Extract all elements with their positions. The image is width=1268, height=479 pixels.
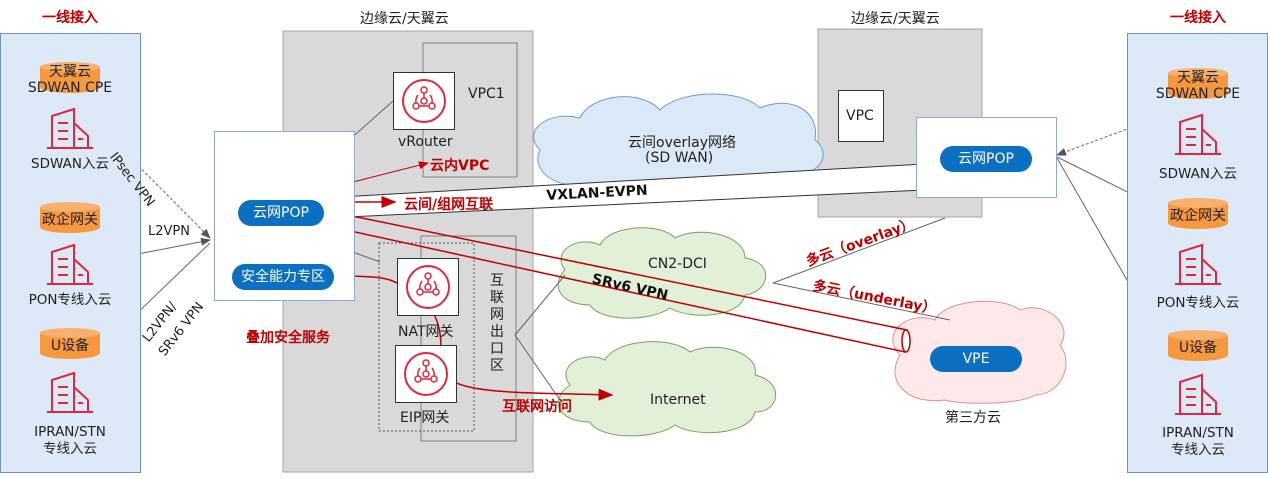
- building-icon: [47, 107, 93, 149]
- security-service-label: 叠加安全服务: [246, 330, 330, 346]
- vpe-node[interactable]: VPE: [930, 346, 1022, 372]
- right-ipran-label-2: 专线入云: [1171, 442, 1225, 458]
- right-vpc-label: VPC: [846, 108, 874, 124]
- right-ipran-label-1: IPRAN/STN: [1162, 425, 1234, 441]
- cn2-dci-cloud: [557, 227, 767, 319]
- l2vpn-link: [132, 237, 211, 256]
- security-zone-node[interactable]: 安全能力专区: [232, 264, 334, 290]
- vpc1-label: VPC1: [468, 86, 505, 102]
- right-panel-title: 一线接入: [1170, 10, 1226, 26]
- left-u-device: U设备: [40, 328, 100, 362]
- eip-gateway-node[interactable]: [395, 345, 457, 403]
- inter-cloud-label: 云间/组网互联: [404, 197, 494, 213]
- multi-underlay-link: [772, 282, 951, 321]
- overlay-network-label-1: 云间overlay网络: [628, 135, 736, 151]
- intra-vpc-label: 云内VPC: [430, 158, 490, 174]
- right-pon-label: PON专线入云: [1156, 295, 1240, 311]
- exit-internet-link: [514, 334, 561, 401]
- right-sdwan-label: SDWAN入云: [1159, 166, 1237, 182]
- left-ipran-label-1: IPRAN/STN: [34, 424, 106, 440]
- gateway-icon: [406, 265, 450, 309]
- building-icon: [1175, 243, 1221, 285]
- left-access-panel: [0, 33, 141, 473]
- right-vpc-box: [838, 90, 884, 142]
- left-pop-node[interactable]: 云网POP: [238, 200, 324, 226]
- right-edge-cloud-title: 边缘云/天翼云: [851, 11, 940, 27]
- left-edge-cloud-title: 边缘云/天翼云: [360, 11, 449, 27]
- right-pop-node[interactable]: 云网POP: [940, 146, 1032, 172]
- building-icon: [47, 243, 93, 285]
- left-gov-gateway-device: 政企网关: [40, 202, 100, 236]
- exit-cn2-link: [514, 274, 566, 336]
- internet-label: Internet: [650, 392, 706, 408]
- internet-cloud: [557, 341, 777, 437]
- left-pon-label: PON专线入云: [28, 292, 112, 308]
- srv6-tube-end: [901, 329, 911, 353]
- internet-exit-zone-label: 互 联 网 出 口 区: [490, 273, 504, 374]
- gateway-icon: [404, 352, 448, 396]
- internet-exit-zone-box: [420, 235, 517, 442]
- eip-gateway-label: EIP网关: [400, 410, 450, 426]
- internet-access-label: 互联网访问: [502, 399, 572, 415]
- overlay-network-label-2: (SD WAN): [645, 150, 714, 166]
- third-party-cloud-label: 第三方云: [945, 410, 1001, 426]
- left-sdwan-cpe-device: 天翼云 SDWAN CPE: [27, 62, 113, 96]
- cn2-dci-label: CN2-DCI: [648, 256, 707, 272]
- right-sdwan-cpe-device: 天翼云 SDWAN CPE: [1155, 68, 1241, 102]
- building-icon: [47, 371, 93, 413]
- nat-gateway-node[interactable]: [397, 258, 459, 316]
- router-icon: [402, 79, 446, 123]
- right-gov-gateway-device: 政企网关: [1168, 198, 1228, 232]
- vrouter-label: vRouter: [398, 134, 453, 150]
- right-pop-container: [916, 117, 1057, 198]
- right-u-device: U设备: [1168, 330, 1228, 364]
- nat-gateway-label: NAT网关: [398, 324, 454, 340]
- vrouter-node[interactable]: [393, 72, 455, 130]
- building-icon: [1175, 113, 1221, 155]
- left-ipran-label-2: 专线入云: [43, 441, 97, 457]
- gateway-group-box: [378, 242, 475, 432]
- building-icon: [1175, 373, 1221, 415]
- l2vpn-label: L2VPN: [148, 224, 190, 239]
- left-panel-title: 一线接入: [42, 10, 98, 26]
- multi-overlay-link: [772, 217, 946, 284]
- left-sdwan-label: SDWAN入云: [31, 156, 109, 172]
